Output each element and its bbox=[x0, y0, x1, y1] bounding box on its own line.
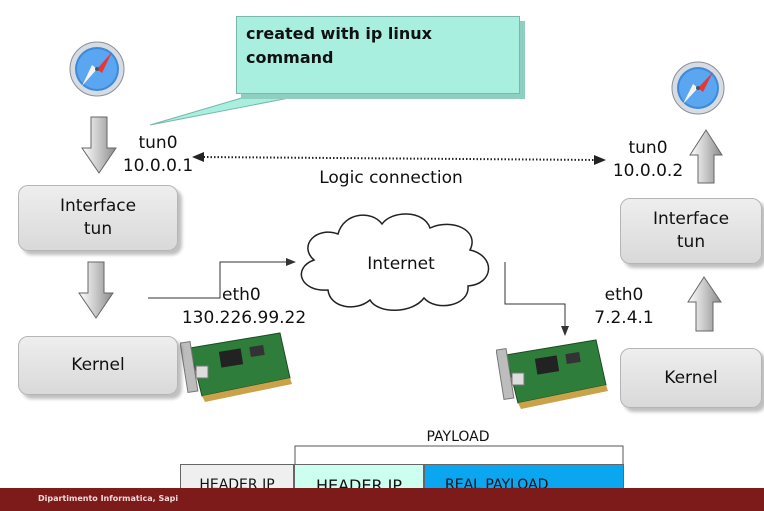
left-tun-name: tun0 bbox=[138, 133, 178, 153]
left-eth-label: eth0 130.226.99.22 bbox=[174, 284, 314, 330]
right-tun-name: tun0 bbox=[628, 138, 668, 158]
logic-connection-label: Logic connection bbox=[319, 168, 463, 188]
right-eth-label: eth0 7.2.4.1 bbox=[584, 284, 664, 330]
right-interface-line-2: tun bbox=[676, 232, 706, 252]
callout-text: created with ip linux command bbox=[246, 22, 516, 70]
network-card-icon bbox=[180, 332, 292, 402]
internet-label: Internet bbox=[367, 254, 435, 274]
left-eth-ip: 130.226.99.22 bbox=[181, 308, 307, 328]
right-tun-ip: 10.0.0.2 bbox=[612, 161, 684, 181]
left-eth-name: eth0 bbox=[222, 285, 261, 305]
right-interface-tun-box: Interface tun bbox=[620, 198, 762, 264]
right-eth-ip: 7.2.4.1 bbox=[594, 308, 654, 328]
right-eth-name: eth0 bbox=[604, 285, 644, 305]
left-tun-ip: 10.0.0.1 bbox=[122, 156, 194, 176]
payload-label: PAYLOAD bbox=[426, 429, 490, 445]
safari-compass-icon bbox=[69, 41, 125, 97]
right-kernel-label: Kernel bbox=[664, 367, 718, 388]
callout-pointer bbox=[149, 91, 321, 126]
left-interface-line-1: Interface bbox=[59, 196, 137, 216]
right-up-arrow-bottom bbox=[687, 276, 722, 332]
callout-line-2: command bbox=[246, 48, 334, 67]
right-eth-connector bbox=[504, 262, 569, 336]
internet-cloud bbox=[300, 213, 490, 311]
safari-compass-icon bbox=[671, 61, 725, 115]
left-kernel-label: Kernel bbox=[71, 355, 125, 375]
logic-connection-arrow bbox=[192, 152, 606, 165]
left-tun-label: tun0 10.0.0.1 bbox=[118, 132, 198, 178]
callout-box bbox=[236, 16, 520, 94]
left-eth-connector bbox=[148, 258, 296, 299]
network-card-icon bbox=[496, 339, 608, 409]
right-tun-label: tun0 10.0.0.2 bbox=[608, 137, 688, 183]
left-interface-tun-box: Interface tun bbox=[18, 185, 178, 251]
left-down-arrow-top bbox=[81, 116, 117, 174]
right-kernel-box: Kernel bbox=[620, 348, 762, 408]
right-interface-line-1: Interface bbox=[652, 209, 730, 229]
footer-text: Dipartimento Informatica, Sapi bbox=[38, 494, 179, 503]
payload-bracket bbox=[294, 424, 624, 464]
left-interface-line-2: tun bbox=[83, 219, 113, 239]
left-kernel-box: Kernel bbox=[18, 336, 178, 395]
right-up-arrow-top bbox=[689, 129, 723, 184]
left-down-arrow-bottom bbox=[78, 261, 114, 319]
footer-bar bbox=[0, 488, 764, 511]
callout-line-1: created with ip linux bbox=[246, 24, 432, 43]
